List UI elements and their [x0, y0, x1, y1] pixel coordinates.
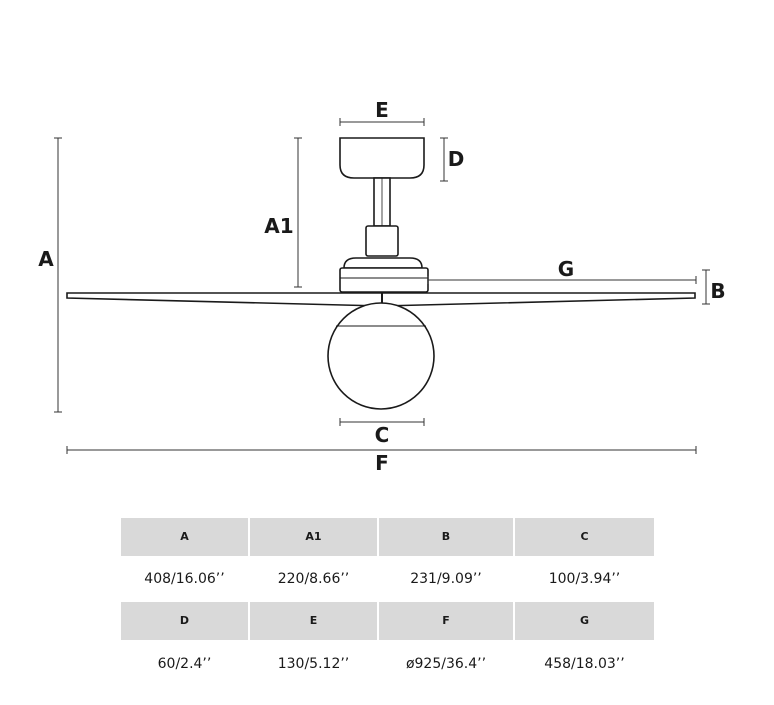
label-e: E	[375, 98, 389, 122]
table-header-g: G	[515, 602, 654, 640]
label-f: F	[375, 451, 389, 475]
label-a: A	[38, 247, 54, 271]
table-header-c: C	[515, 518, 654, 556]
label-c: C	[375, 423, 390, 447]
table-value-e: 130/5.12’’	[277, 656, 350, 672]
motor-body	[339, 267, 429, 293]
table-header-e: E	[250, 602, 377, 640]
table-header-f: F	[379, 602, 513, 640]
label-a1: A1	[264, 214, 293, 238]
rod-coupler	[365, 225, 399, 257]
table-value-g: 458/18.03’’	[544, 656, 625, 672]
label-d: D	[448, 147, 465, 171]
table-header-d: D	[121, 602, 248, 640]
light-globe	[327, 302, 435, 410]
table-value-a1: 220/8.66’’	[277, 571, 350, 587]
table-value-c: 100/3.94’’	[548, 571, 621, 587]
canopy	[339, 137, 425, 179]
table-header-a: A	[121, 518, 248, 556]
table-value-d: 60/2.4’’	[157, 656, 212, 672]
label-b: B	[710, 279, 725, 303]
motor-housing	[343, 257, 423, 269]
table-header-a1: A1	[250, 518, 377, 556]
table-value-f: ø925/36.4’’	[405, 656, 487, 672]
label-g: G	[558, 257, 574, 281]
table-header-b: B	[379, 518, 513, 556]
table-value-b: 231/9.09’’	[410, 571, 482, 587]
ceiling-fan-dimension-diagram: A A1 E D G B C F	[38, 98, 725, 475]
table-value-a: 408/16.06’’	[144, 571, 225, 587]
